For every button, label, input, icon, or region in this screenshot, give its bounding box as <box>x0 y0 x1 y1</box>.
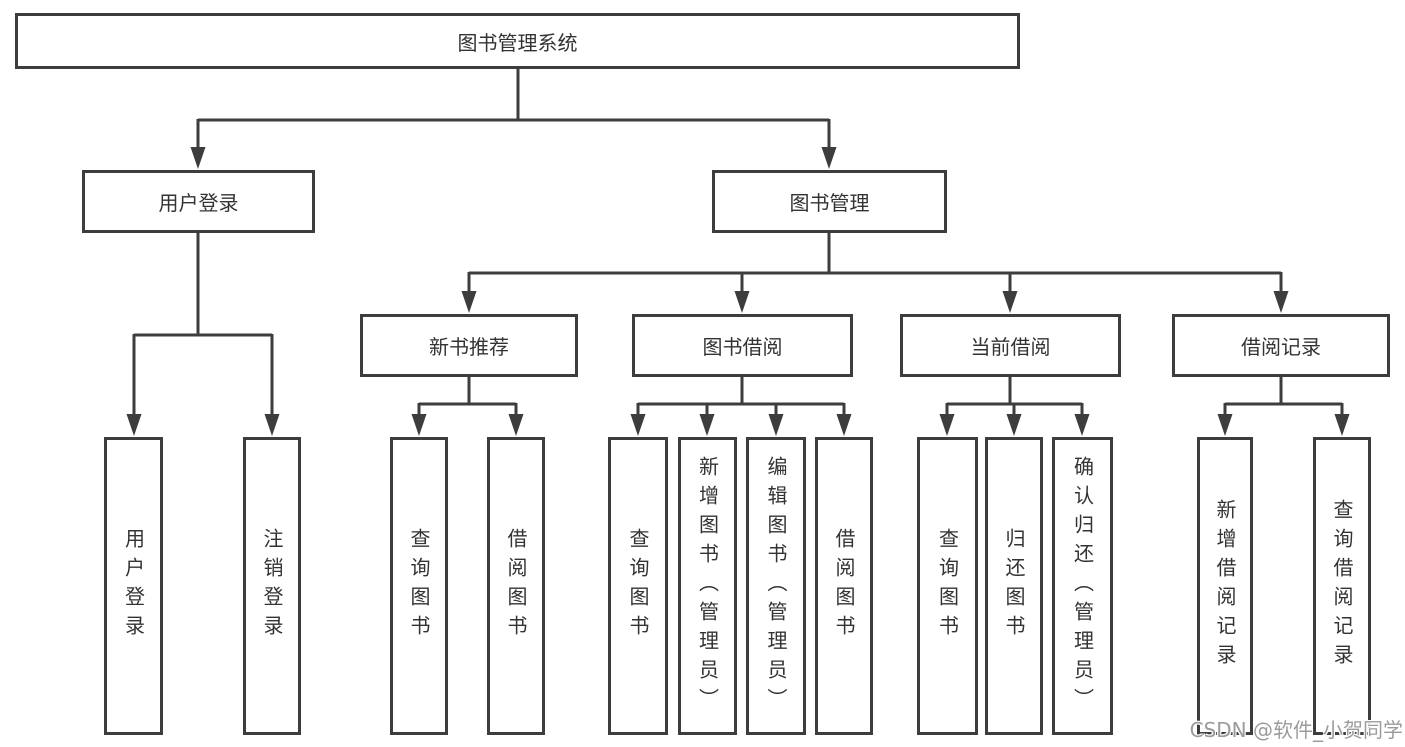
leaf-edit-books-admin: 编辑图书（管理员） <box>746 437 806 735</box>
node-new-book-recommend: 新书推荐 <box>360 314 578 377</box>
leaf-borrow-books-2-label: 借阅图书 <box>832 528 856 644</box>
leaf-confirm-return-admin: 确认归还（管理员） <box>1052 437 1113 735</box>
node-book-management: 图书管理 <box>712 170 947 233</box>
node-root-label: 图书管理系统 <box>457 30 578 55</box>
leaf-add-books-admin: 新增图书（管理员） <box>678 437 737 735</box>
leaf-return-books: 归还图书 <box>985 437 1043 735</box>
leaf-add-borrow-record: 新增借阅记录 <box>1197 437 1253 735</box>
node-new-book-recommend-label: 新书推荐 <box>429 335 509 359</box>
node-current-borrow: 当前借阅 <box>900 314 1121 377</box>
arrowheads <box>126 147 1350 436</box>
node-root: 图书管理系统 <box>15 13 1020 69</box>
leaf-add-books-admin-label: 新增图书（管理员） <box>695 455 720 717</box>
leaf-query-books-2-label: 查询图书 <box>626 528 650 644</box>
watermark: CSDN @软件_小贺同学 <box>1189 718 1403 742</box>
leaf-query-borrow-record-label: 查询借阅记录 <box>1330 499 1354 673</box>
node-book-borrow: 图书借阅 <box>632 314 853 377</box>
leaf-confirm-return-admin-label: 确认归还（管理员） <box>1070 455 1095 717</box>
leaf-borrow-books-1-label: 借阅图书 <box>504 528 528 644</box>
node-user-login: 用户登录 <box>82 170 315 233</box>
leaf-edit-books-admin-label: 编辑图书（管理员） <box>764 455 788 717</box>
node-borrow-records-label: 借阅记录 <box>1241 335 1321 359</box>
leaf-user-login: 用户登录 <box>104 437 163 735</box>
leaf-query-books-3: 查询图书 <box>917 437 978 735</box>
leaf-return-books-label: 归还图书 <box>1002 528 1026 644</box>
leaf-logout: 注销登录 <box>243 437 301 735</box>
node-book-management-label: 图书管理 <box>789 191 870 215</box>
leaf-query-borrow-record: 查询借阅记录 <box>1313 437 1371 735</box>
node-book-borrow-label: 图书借阅 <box>702 335 783 359</box>
leaf-user-login-label: 用户登录 <box>121 528 146 644</box>
leaf-query-books-2: 查询图书 <box>608 437 668 735</box>
node-borrow-records: 借阅记录 <box>1172 314 1390 377</box>
node-user-login-label: 用户登录 <box>158 191 239 215</box>
leaf-query-books-1-label: 查询图书 <box>407 528 431 644</box>
leaf-query-books-1: 查询图书 <box>390 437 448 735</box>
leaf-borrow-books-1: 借阅图书 <box>487 437 545 735</box>
leaf-add-borrow-record-label: 新增借阅记录 <box>1213 499 1237 673</box>
leaf-borrow-books-2: 借阅图书 <box>815 437 873 735</box>
leaf-logout-label: 注销登录 <box>260 528 284 644</box>
leaf-query-books-3-label: 查询图书 <box>935 528 960 644</box>
node-current-borrow-label: 当前借阅 <box>970 335 1051 359</box>
